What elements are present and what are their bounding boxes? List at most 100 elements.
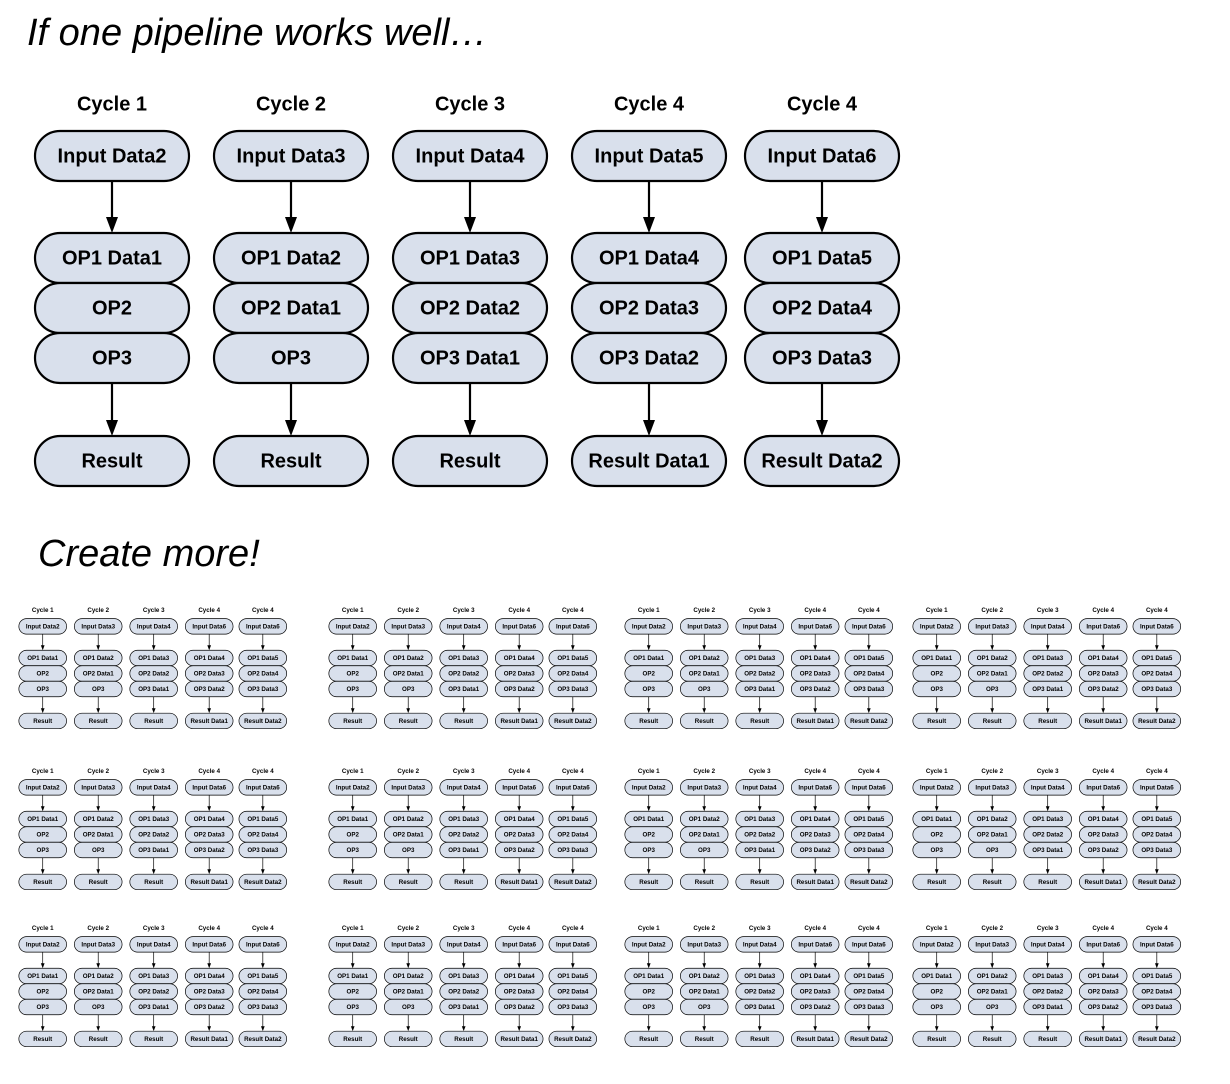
- op-node-3-label: OP3 Data1: [138, 847, 170, 854]
- result-node: [743, 434, 901, 488]
- op-node-3-label: OP3 Data2: [800, 686, 832, 693]
- op-node-2-label: OP2 Data4: [1141, 988, 1173, 995]
- arrow-input-to-op-head: [350, 806, 355, 812]
- result-node-label: Result: [639, 718, 658, 725]
- op-node-1-label: OP1 Data1: [633, 973, 665, 980]
- op-node-1-label: OP1 Data3: [448, 973, 480, 980]
- op-node-3-label: OP3 Data3: [1141, 847, 1173, 854]
- arrow-op-to-result-head: [406, 869, 411, 875]
- input-node-label: Input Data6: [192, 784, 226, 791]
- arrow-input-to-op-head: [517, 963, 522, 969]
- input-node-label: Input Data6: [798, 623, 832, 630]
- arrow-op-to-result-head: [260, 708, 265, 714]
- op-node-3-label: OP3: [643, 686, 656, 693]
- input-node-label: Input Data6: [1086, 784, 1120, 791]
- input-node-label: Input Data4: [1031, 784, 1065, 791]
- input-node-label: Input Data6: [1140, 784, 1174, 791]
- cycle-label: Cycle 4: [508, 607, 530, 614]
- op-node-1-label: OP1 Data1: [337, 973, 369, 980]
- op-node-1-label: OP1 Data5: [853, 973, 885, 980]
- result-node: [439, 873, 488, 891]
- op-node-1-label: OP1 Data1: [921, 816, 953, 823]
- op-node-2-label: OP2 Data3: [599, 297, 699, 319]
- cycle-label: Cycle 2: [87, 607, 109, 614]
- input-node-label: Input Data2: [26, 941, 60, 948]
- arrow-op-to-result-head: [517, 708, 522, 714]
- result-node: [33, 434, 191, 488]
- heading-create-more: Create more!: [38, 533, 260, 575]
- input-node-label: Input Data3: [81, 784, 115, 791]
- input-node-label: Input Data3: [975, 623, 1009, 630]
- cycle-label: Cycle 2: [693, 768, 715, 775]
- op-node-1-label: OP1 Data3: [420, 247, 520, 269]
- arrow-op-to-result-head: [151, 708, 156, 714]
- arrow-input-to-op-head: [1154, 963, 1159, 969]
- result-node-label: Result: [144, 1036, 163, 1043]
- result-node: [967, 1030, 1017, 1048]
- op-node-3-label: OP3: [347, 686, 360, 693]
- result-node: [967, 873, 1017, 891]
- arrow-op-to-result-head: [813, 869, 818, 875]
- cycle-label: Cycle 4: [614, 93, 685, 115]
- op-node-3-label: OP3: [92, 686, 105, 693]
- op-node-2-label: OP2 Data4: [557, 831, 589, 838]
- op-node-1-label: OP1 Data5: [557, 973, 589, 980]
- arrow-input-to-op-head: [106, 217, 118, 233]
- op-node-3-label: OP3 Data2: [1088, 1004, 1120, 1011]
- arrow-op-to-result-head: [990, 1026, 995, 1032]
- op-node-2-label: OP2 Data1: [393, 670, 425, 677]
- arrow-op-to-result-head: [151, 869, 156, 875]
- input-node-label: Input Data6: [502, 623, 536, 630]
- cycle-label: Cycle 1: [32, 925, 54, 932]
- op-node-2-label: OP2 Data2: [448, 831, 480, 838]
- result-node: [912, 712, 961, 730]
- op-node-1-label: OP1 Data2: [977, 655, 1009, 662]
- cycle-label: Cycle 2: [397, 607, 419, 614]
- op-node-2-label: OP2 Data1: [83, 988, 115, 995]
- arrow-input-to-op-head: [813, 806, 818, 812]
- op-node-3-label: OP3 Data1: [448, 1004, 480, 1011]
- cycle-label: Cycle 1: [926, 925, 948, 932]
- result-node-label: Result: [89, 718, 108, 725]
- result-node-label: Result Data1: [796, 718, 834, 725]
- result-node: [328, 1030, 377, 1048]
- cycle-label: Cycle 3: [1037, 607, 1059, 614]
- result-node-label: Result Data2: [244, 718, 282, 725]
- op-node-2-label: OP2 Data4: [853, 670, 885, 677]
- result-node: [184, 873, 234, 891]
- op-node-2-label: OP2 Data4: [557, 670, 589, 677]
- result-node-label: Result Data2: [554, 718, 592, 725]
- op-node-1-label: OP1 Data2: [83, 973, 115, 980]
- op-node-2-label: OP2 Data2: [1032, 670, 1064, 677]
- op-node-1-label: OP1 Data2: [977, 973, 1009, 980]
- op-node-3-label: OP3: [402, 686, 415, 693]
- op-node-3-label: OP3: [37, 1004, 50, 1011]
- op-node-3-label: OP3: [643, 1004, 656, 1011]
- op-node-1-label: OP1 Data2: [83, 655, 115, 662]
- arrow-input-to-op-head: [207, 806, 212, 812]
- op-node-1-label: OP1 Data4: [1088, 973, 1120, 980]
- result-node: [383, 712, 433, 730]
- input-node-label: Input Data3: [391, 623, 425, 630]
- op-node-2-label: OP2: [931, 670, 944, 677]
- result-node-label: Result: [33, 718, 52, 725]
- result-node-label: Result: [639, 1036, 658, 1043]
- arrow-op-to-result-head: [757, 869, 762, 875]
- result-node-label: Result Data2: [244, 879, 282, 886]
- cycle-label: Cycle 2: [397, 768, 419, 775]
- cycle-label: Cycle 4: [198, 925, 220, 932]
- op-node-3-label: OP3: [92, 847, 105, 854]
- arrow-op-to-result-head: [1101, 708, 1106, 714]
